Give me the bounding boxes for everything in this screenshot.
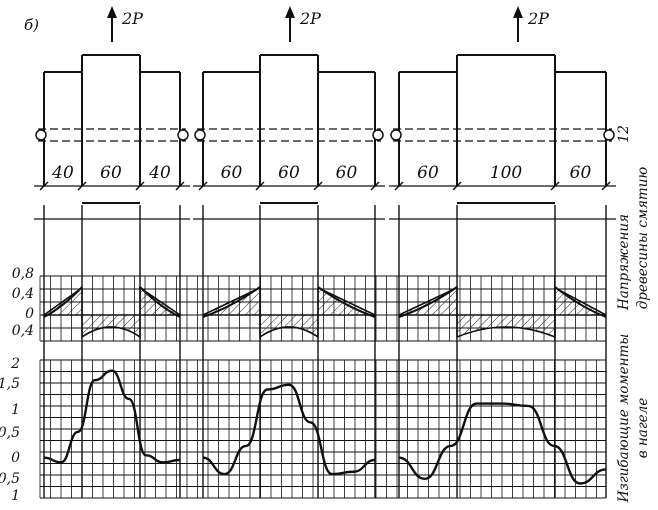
stress-curve — [317, 286, 376, 318]
stress-curve — [202, 286, 261, 318]
moment-label-line1: Изгибающие моменты — [616, 334, 632, 504]
segment-width-label: 60 — [100, 163, 122, 183]
force-arrow-head — [107, 6, 117, 18]
force-label: 2P — [121, 9, 143, 28]
stress-tick-label: 0,8 — [12, 266, 34, 282]
side-member-stress — [398, 286, 458, 316]
segment-width-label: 60 — [570, 163, 592, 183]
segment-width-label: 60 — [221, 163, 243, 183]
dimension-tick — [550, 181, 560, 191]
dowel-end — [372, 129, 384, 141]
segment-width-label: 60 — [336, 163, 358, 183]
moment-tick-label: 1,5 — [0, 376, 20, 392]
dowel-end — [390, 129, 402, 141]
dimension-tick — [313, 181, 323, 191]
moment-grid — [39, 359, 606, 499]
dimension-tick — [601, 181, 611, 191]
stress-curve — [554, 286, 607, 318]
middle-member-stress — [81, 314, 141, 339]
side-member-stress — [317, 286, 376, 316]
moment-tick-label: 1 — [11, 488, 20, 504]
force-arrow-head — [285, 6, 295, 18]
stress-tick-label: 0,4 — [12, 286, 34, 302]
segment-width-label: 60 — [417, 163, 439, 183]
moment-axis-ticks: 21,510,500,51 — [0, 356, 20, 504]
moment-curve-1 — [43, 369, 181, 464]
stress-profile-3 — [398, 286, 607, 339]
side-member-stress — [202, 286, 261, 316]
dowel-end — [603, 129, 615, 141]
dowel-end — [177, 129, 189, 141]
dimension-tick — [175, 181, 185, 191]
stress-side-label: Напряжения древесины смятию — [616, 167, 651, 311]
middle-member-stress — [456, 314, 556, 339]
stress-curve — [43, 286, 83, 318]
joint-2: 60 60 60 2P — [193, 6, 385, 498]
stress-curve — [139, 286, 181, 318]
moment-tick-label: 1 — [11, 402, 20, 418]
stress-curve — [398, 286, 458, 318]
dimension-tick — [135, 181, 145, 191]
dimension-tick — [198, 181, 208, 191]
stress-profile-1 — [41, 286, 183, 339]
moment-tick-label: 0,5 — [0, 425, 20, 441]
middle-member-stress — [259, 314, 319, 339]
dimension-tick — [255, 181, 265, 191]
stress-label-line1: Напряжения — [616, 214, 632, 311]
segment-width-label: 60 — [278, 163, 300, 183]
moment-curve-2 — [202, 383, 376, 476]
stress-label-line2: древесины смятию — [635, 167, 651, 310]
moment-tick-label: 0 — [11, 450, 20, 466]
moment-tick-label: 2 — [10, 356, 20, 372]
stress-tick-label: 0,4 — [12, 323, 34, 339]
dimension-tick — [77, 181, 87, 191]
joints-layer: 40 60 40 2P 60 60 60 2P 60 100 60 2P — [34, 6, 616, 498]
panel-label: б) — [24, 16, 39, 34]
force-label: 2P — [299, 9, 321, 28]
dimension-tick — [452, 181, 462, 191]
force-label: 2P — [527, 9, 549, 28]
joint-1: 40 60 40 2P — [34, 6, 190, 498]
moment-curve-3 — [398, 402, 607, 485]
joint-3: 60 100 60 2P — [389, 6, 616, 498]
force-arrow-head — [513, 6, 523, 18]
dimension-tick — [370, 181, 380, 191]
stress-axis-ticks: 0,80,400,4 — [12, 266, 34, 339]
dimension-tick — [39, 181, 49, 191]
stress-profile-2 — [202, 286, 376, 339]
moment-side-label: Изгибающие моменты в нагеле — [616, 334, 651, 504]
dowel-end — [194, 129, 206, 141]
moment-label-line2: в нагеле — [635, 398, 651, 459]
segment-width-label: 100 — [490, 163, 523, 183]
dimension-tick — [394, 181, 404, 191]
segment-width-label: 40 — [148, 163, 171, 183]
dimension-12-label: 12 — [616, 125, 632, 143]
stress-tick-label: 0 — [25, 306, 34, 322]
segment-width-label: 40 — [51, 163, 74, 183]
curves-layer — [41, 286, 607, 485]
side-member-stress — [139, 286, 183, 316]
dowel-end — [35, 129, 47, 141]
side-member-stress — [41, 286, 83, 316]
side-member-stress — [554, 286, 607, 316]
moment-tick-label: 0,5 — [0, 471, 20, 487]
